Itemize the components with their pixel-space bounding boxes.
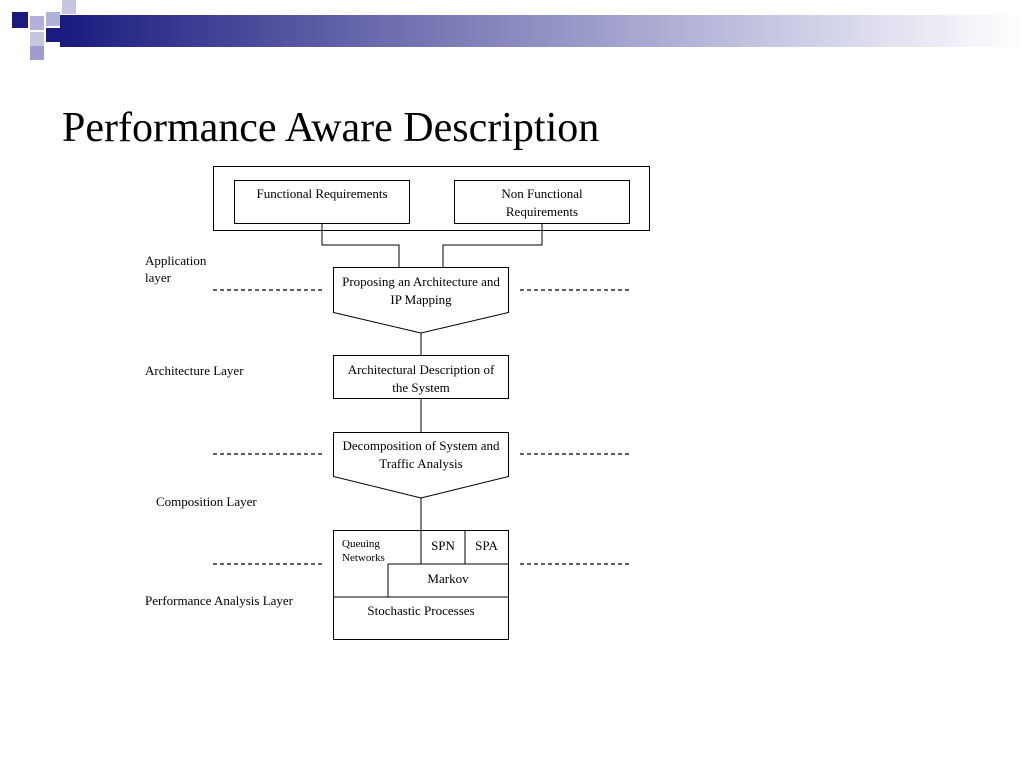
decomposition-shape <box>333 432 509 499</box>
proposing-label: Proposing an Architecture and IP Mapping <box>342 274 500 307</box>
requirements-container <box>213 166 650 231</box>
banner-square <box>30 46 44 60</box>
header-banner <box>12 0 1024 60</box>
architectural-description-box: Architectural Description of the System <box>333 355 509 399</box>
proposing-shape <box>333 267 509 334</box>
markov-label: Markov <box>427 571 469 586</box>
functional-requirements-label: Functional Requirements <box>256 186 388 201</box>
spn-label: SPN <box>431 538 455 553</box>
page-title: Performance Aware Description <box>62 105 600 151</box>
banner-square <box>30 16 44 30</box>
banner-square <box>30 32 44 46</box>
non-functional-requirements-label: Non Functional Requirements <box>501 186 583 219</box>
application-layer-label: Application layer <box>145 253 207 285</box>
connector-functional <box>321 224 400 268</box>
queuing-networks-label: Queuing Networks <box>342 538 385 564</box>
banner-bar <box>60 15 1024 47</box>
functional-requirements-box: Functional Requirements <box>234 180 410 224</box>
architecture-layer-label: Architecture Layer <box>145 363 244 378</box>
architectural-description-label: Architectural Description of the System <box>347 362 495 395</box>
banner-square <box>46 12 60 26</box>
layer-separators <box>213 289 630 565</box>
stochastic-processes-label: Stochastic Processes <box>367 603 475 618</box>
composition-layer-label: Composition Layer <box>156 494 257 509</box>
banner-square <box>12 12 28 28</box>
banner-square <box>62 0 76 14</box>
performance-analysis-layer-label: Performance Analysis Layer <box>145 593 294 608</box>
non-functional-requirements-box: Non Functional Requirements <box>454 180 630 224</box>
connector-non-functional <box>442 224 543 268</box>
spa-label: SPA <box>475 538 498 553</box>
decomposition-label: Decomposition of System and Traffic Anal… <box>342 438 500 471</box>
banner-square <box>46 28 60 42</box>
